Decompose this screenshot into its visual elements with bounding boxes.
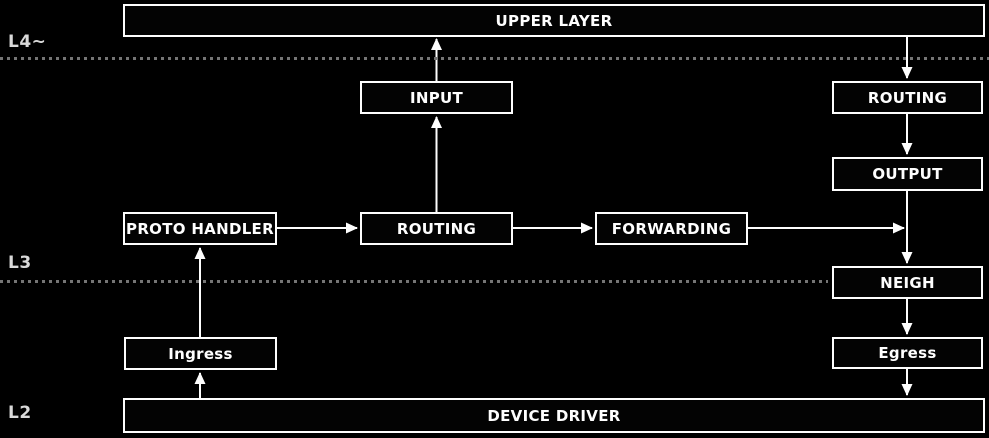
layer-separator-l4 [0,57,989,60]
node-upper-layer: UPPER LAYER [123,4,985,37]
node-proto-handler: PROTO HANDLER [123,212,277,245]
node-output: OUTPUT [832,157,983,191]
node-input: INPUT [360,81,513,114]
node-ingress: Ingress [124,337,277,370]
node-egress: Egress [832,337,983,369]
layer-label-l3: L3 [8,253,32,273]
node-forwarding: FORWARDING [595,212,748,245]
layer-separator-l3 [0,280,828,283]
layer-label-l4: L4~ [8,32,47,52]
layer-label-l2: L2 [8,403,32,423]
node-routing-mid: ROUTING [360,212,513,245]
node-routing-upper: ROUTING [832,81,983,114]
node-neigh: NEIGH [832,266,983,299]
node-device-driver: DEVICE DRIVER [123,398,985,433]
